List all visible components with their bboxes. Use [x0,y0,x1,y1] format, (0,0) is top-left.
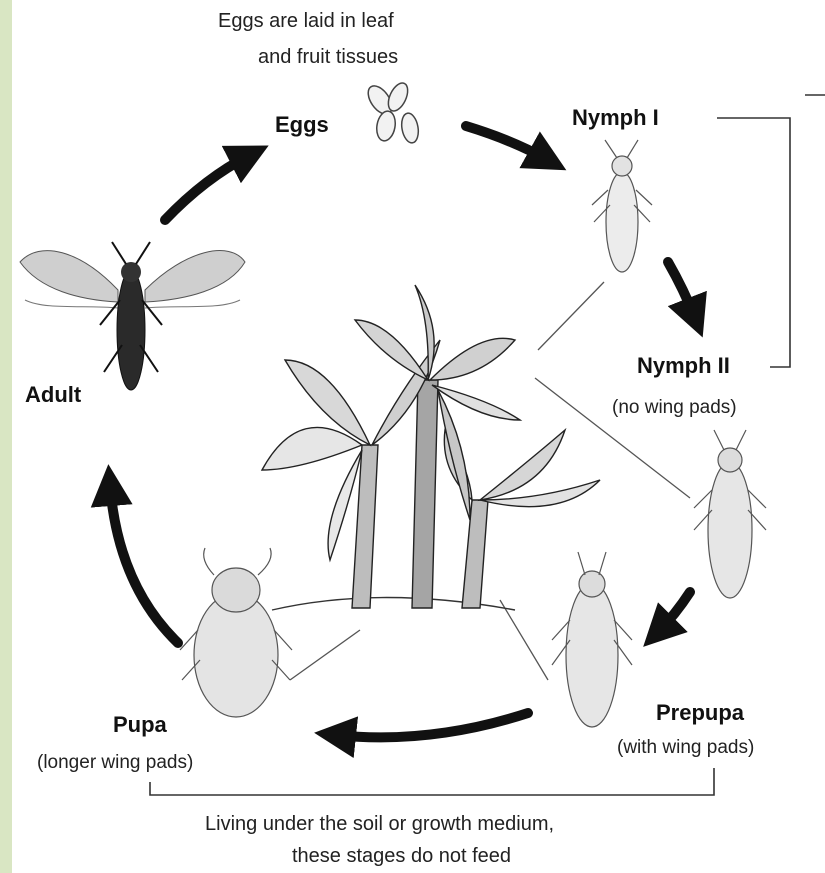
eggs-illustration [363,80,420,144]
soil-note-line2: these stages do not feed [292,845,511,868]
stage-label-prepupa: Prepupa [656,700,744,725]
stage-label-nymph1: Nymph I [572,105,659,130]
stage-label-pupa: Pupa [113,712,167,737]
stage-label-adult: Adult [25,382,81,407]
eggs-note-line1: Eggs are laid in leaf [218,10,394,33]
adult-thrips-illustration [20,242,245,390]
arrow-adult-to-eggs [165,155,250,220]
stage-note-nymph2: (no wing pads) [612,397,737,419]
arrow-nymph1-to-nymph2 [668,262,695,318]
pupa-illustration [180,548,292,717]
nymph1-illustration [592,140,652,272]
prepupa-illustration [552,552,632,727]
eggs-note-line2: and fruit tissues [258,46,398,69]
stage-label-nymph2: Nymph II [637,353,730,378]
soil-stage-bracket [150,768,714,795]
arrow-prepupa-to-pupa [335,713,528,737]
nymph-bracket [717,118,790,367]
soil-note-line1: Living under the soil or growth medium, [205,813,554,836]
stage-label-eggs: Eggs [275,112,329,137]
stage-note-prepupa: (with wing pads) [617,737,754,759]
host-plant-illustration [262,285,600,610]
arrow-nymph2-to-prepupa [658,592,690,632]
arrow-pupa-to-adult [110,485,178,643]
stage-note-pupa: (longer wing pads) [37,752,193,774]
nymph2-illustration [694,430,766,598]
arrow-eggs-to-nymph1 [466,126,548,160]
